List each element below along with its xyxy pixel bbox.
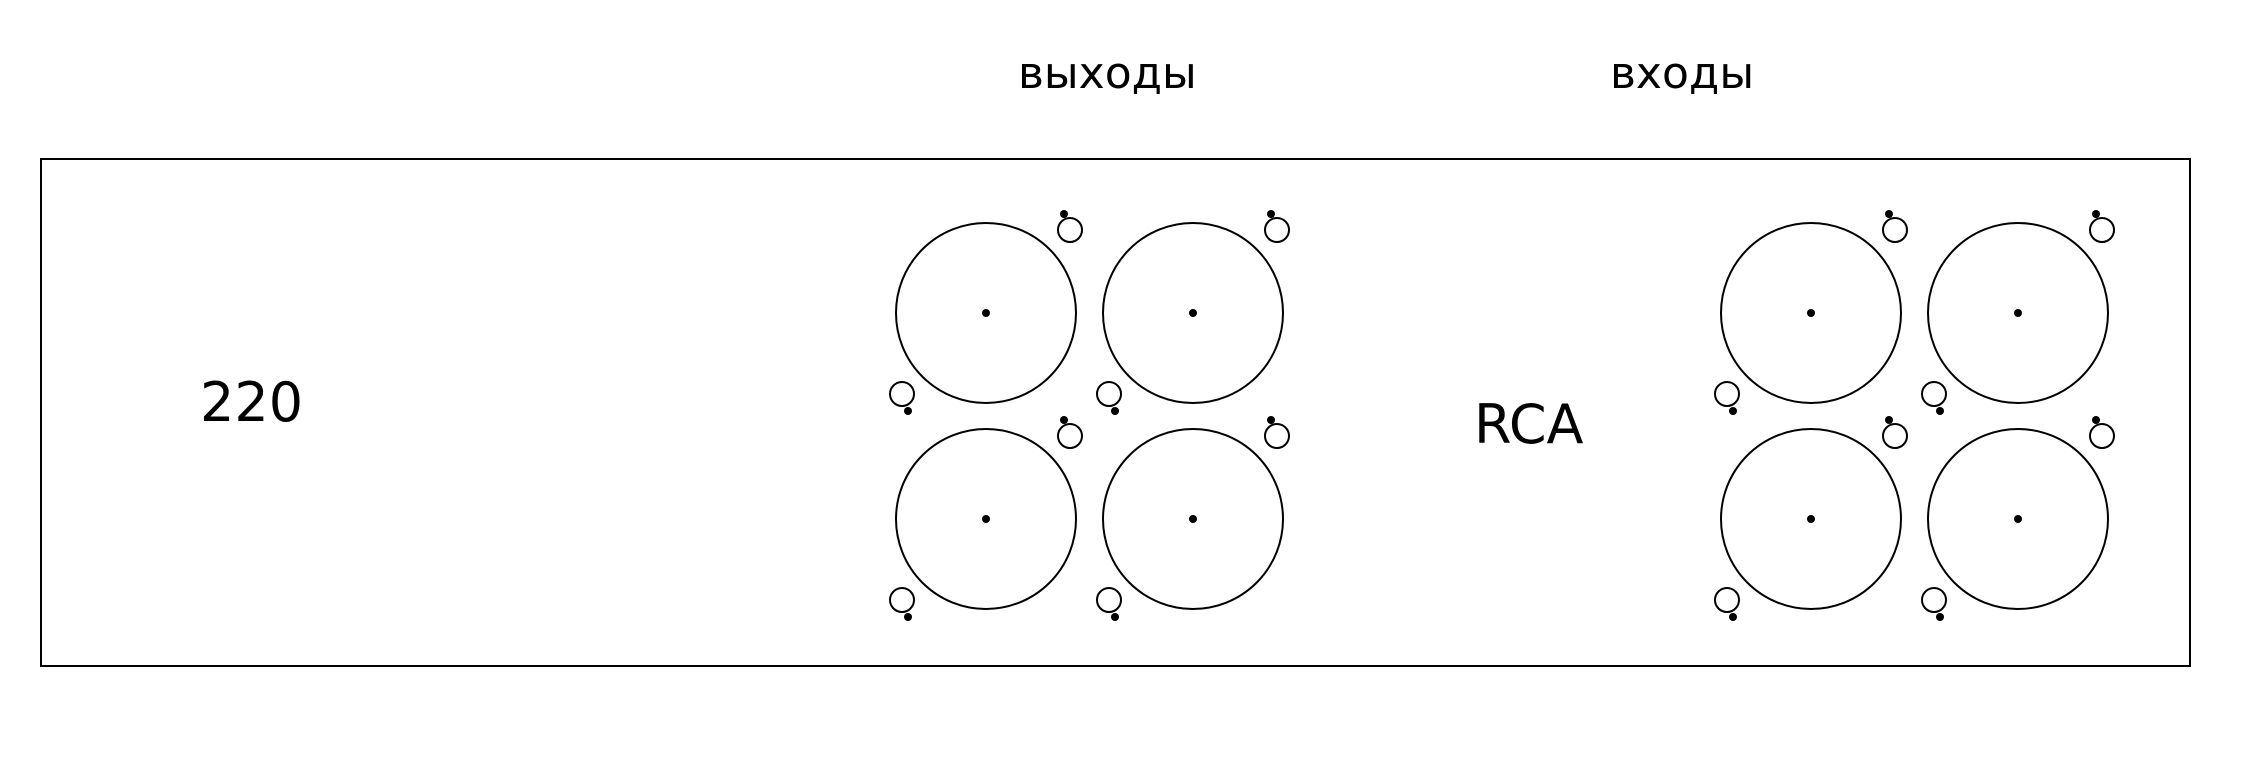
mounting-hole bbox=[2089, 217, 2115, 243]
power-label: 220 bbox=[200, 371, 304, 434]
mounting-hole-dot bbox=[1267, 210, 1275, 218]
mounting-hole-dot bbox=[1111, 407, 1119, 415]
mounting-hole-dot bbox=[1060, 210, 1068, 218]
inputs-label: входы bbox=[1610, 48, 1755, 99]
jack-center-dot bbox=[1807, 515, 1815, 523]
mounting-hole bbox=[1882, 423, 1908, 449]
jack-center-dot bbox=[982, 515, 990, 523]
mounting-hole bbox=[1264, 423, 1290, 449]
mounting-hole bbox=[1096, 587, 1122, 613]
mounting-hole-dot bbox=[904, 613, 912, 621]
mounting-hole-dot bbox=[1885, 210, 1893, 218]
mounting-hole-dot bbox=[1936, 407, 1944, 415]
mounting-hole-dot bbox=[1267, 416, 1275, 424]
connector-type-label: RCA bbox=[1474, 393, 1584, 456]
jack-center-dot bbox=[1807, 309, 1815, 317]
jack-center-dot bbox=[982, 309, 990, 317]
mounting-hole bbox=[1921, 381, 1947, 407]
jack-body bbox=[1102, 222, 1284, 404]
mounting-hole bbox=[1057, 423, 1083, 449]
mounting-hole bbox=[1096, 381, 1122, 407]
jack-body bbox=[1927, 428, 2109, 610]
mounting-hole-dot bbox=[1936, 613, 1944, 621]
jack-body bbox=[1720, 428, 1902, 610]
mounting-hole bbox=[2089, 423, 2115, 449]
jack-center-dot bbox=[1189, 309, 1197, 317]
jack-center-dot bbox=[2014, 309, 2022, 317]
mounting-hole-dot bbox=[2092, 416, 2100, 424]
jack-body bbox=[1102, 428, 1284, 610]
output-connector-1 bbox=[889, 210, 1083, 415]
output-connector-4 bbox=[1096, 416, 1290, 621]
jack-body bbox=[1720, 222, 1902, 404]
mounting-hole bbox=[1882, 217, 1908, 243]
mounting-hole-dot bbox=[1729, 407, 1737, 415]
rear-panel bbox=[40, 158, 2191, 667]
input-connector-4 bbox=[1921, 416, 2115, 621]
mounting-hole bbox=[1714, 587, 1740, 613]
mounting-hole-dot bbox=[1729, 613, 1737, 621]
mounting-hole-dot bbox=[1111, 613, 1119, 621]
mounting-hole-dot bbox=[2092, 210, 2100, 218]
outputs-label: выходы bbox=[1018, 48, 1197, 99]
jack-center-dot bbox=[1189, 515, 1197, 523]
inputs-group bbox=[1714, 210, 2115, 621]
jack-body bbox=[895, 428, 1077, 610]
mounting-hole bbox=[1264, 217, 1290, 243]
mounting-hole-dot bbox=[1060, 416, 1068, 424]
jack-body bbox=[895, 222, 1077, 404]
mounting-hole-dot bbox=[1885, 416, 1893, 424]
jack-center-dot bbox=[2014, 515, 2022, 523]
outputs-group bbox=[889, 210, 1290, 621]
output-connector-2 bbox=[1096, 210, 1290, 415]
input-connector-1 bbox=[1714, 210, 1908, 415]
mounting-hole bbox=[889, 587, 915, 613]
mounting-hole-dot bbox=[904, 407, 912, 415]
jack-body bbox=[1927, 222, 2109, 404]
input-connector-3 bbox=[1714, 416, 1908, 621]
mounting-hole bbox=[889, 381, 915, 407]
mounting-hole bbox=[1921, 587, 1947, 613]
output-connector-3 bbox=[889, 416, 1083, 621]
mounting-hole bbox=[1714, 381, 1740, 407]
input-connector-2 bbox=[1921, 210, 2115, 415]
mounting-hole bbox=[1057, 217, 1083, 243]
